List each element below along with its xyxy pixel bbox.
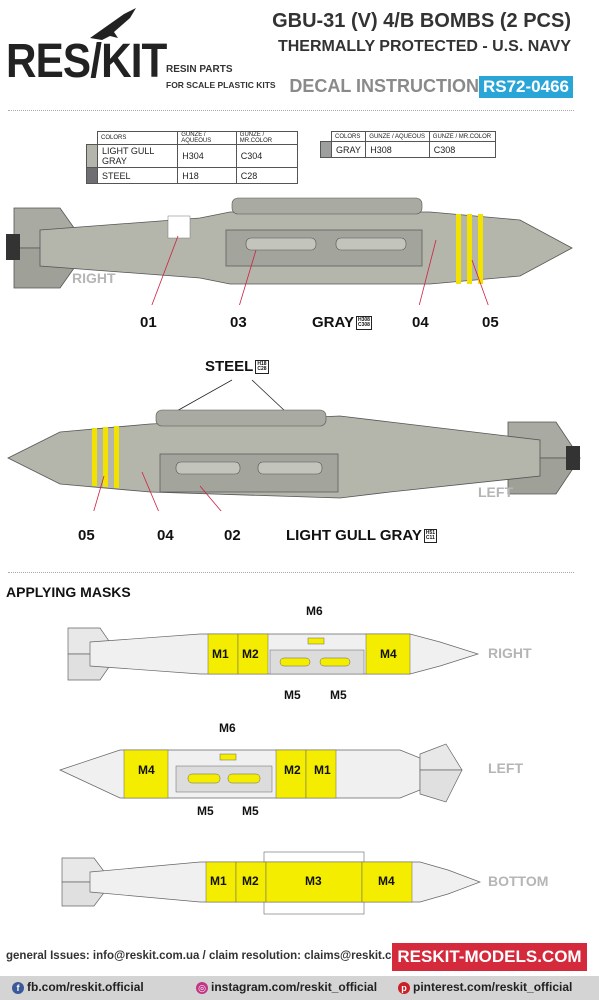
section-title-masks: APPLYING MASKS <box>6 584 131 600</box>
mask-side-left: LEFT <box>488 760 523 776</box>
instagram-icon: ◎ <box>196 981 208 994</box>
pinterest-icon: p <box>398 981 410 994</box>
mask-m4: M4 <box>378 874 395 888</box>
mask-side-right: RIGHT <box>488 645 532 661</box>
steel-label-text: STEEL <box>205 358 254 375</box>
social-bar <box>0 976 599 1000</box>
contact-info: general Issues: info@reskit.com.ua / cla… <box>6 950 426 962</box>
mini-code: C308 <box>357 322 370 329</box>
mask-m1: M1 <box>210 874 227 888</box>
facebook-icon: f <box>12 981 24 994</box>
mini-code: H51 <box>425 530 436 537</box>
callout-05-left: 05 <box>78 527 95 544</box>
color-swatch <box>320 141 332 158</box>
color-name: LIGHT GULL GRAY <box>96 144 179 168</box>
mini-code: H18 <box>257 361 267 368</box>
callout-01: 01 <box>140 314 157 331</box>
facebook-text: fb.com/reskit.official <box>27 980 144 994</box>
mask-left-view <box>59 743 463 803</box>
lgg-label-text: LIGHT GULL GRAY <box>286 527 422 544</box>
mask-m6: M6 <box>306 604 323 618</box>
color-code: H18 <box>177 167 237 184</box>
colors-table-2: COLORS GUNZE / AQUEOUS GUNZE / MR.COLOR … <box>320 131 497 158</box>
table-header: GUNZE / AQUEOUS <box>177 131 237 145</box>
jet-silhouette-icon <box>90 8 136 40</box>
callout-05: 05 <box>482 314 499 331</box>
mask-bottom-view <box>61 851 481 915</box>
pinterest-text: pinterest.com/reskit_official <box>413 980 573 994</box>
callout-02: 02 <box>224 527 241 544</box>
mini-code: H308 <box>357 317 370 324</box>
color-swatch <box>86 144 98 168</box>
brand-line-2: FOR SCALE PLASTIC KITS <box>166 80 276 90</box>
color-code: H308 <box>365 141 430 158</box>
mask-m4: M4 <box>138 763 155 777</box>
callout-03: 03 <box>230 314 247 331</box>
color-name: GRAY <box>330 141 367 158</box>
callout-04: 04 <box>412 314 429 331</box>
mask-m3: M3 <box>305 874 322 888</box>
side-label-right: RIGHT <box>72 270 116 286</box>
mask-m2: M2 <box>242 647 259 661</box>
mini-code: C28 <box>257 366 267 373</box>
table-row: LIGHT GULL GRAY H304 C304 <box>86 144 299 168</box>
website-link[interactable]: RESKIT-MODELS.COM <box>392 943 587 971</box>
color-code: C28 <box>235 167 299 184</box>
gray-label-text: GRAY <box>312 314 354 331</box>
color-code: H304 <box>177 144 237 168</box>
color-swatch <box>86 167 98 184</box>
brand-line-1: RESIN PARTS <box>166 64 233 75</box>
table-header: COLORS <box>96 131 179 145</box>
mask-m1: M1 <box>212 647 229 661</box>
table-header: COLORS <box>330 131 367 142</box>
mask-m1: M1 <box>314 763 331 777</box>
page-title: GBU-31 (V) 4/B BOMBS (2 PCS) <box>272 10 571 32</box>
mini-code: C11 <box>425 535 435 542</box>
table-header: GUNZE / AQUEOUS <box>365 131 430 142</box>
instagram-text: instagram.com/reskit_official <box>211 980 378 994</box>
instagram-link[interactable]: ◎instagram.com/reskit_official <box>196 980 377 994</box>
color-name: STEEL <box>96 167 179 184</box>
color-code: C308 <box>428 141 497 158</box>
callout-04-left: 04 <box>157 527 174 544</box>
divider <box>8 572 574 573</box>
divider <box>8 110 574 111</box>
side-label-left: LEFT <box>478 484 513 500</box>
mask-m5: M5 <box>284 688 301 702</box>
mask-m2: M2 <box>284 763 301 777</box>
table-row: STEEL H18 C28 <box>86 167 299 184</box>
mask-m2: M2 <box>242 874 259 888</box>
table-header: GUNZE / MR.COLOR <box>428 131 497 142</box>
color-code: C304 <box>235 144 299 168</box>
mask-m5: M5 <box>242 804 259 818</box>
product-code: RS72-0466 <box>478 76 573 98</box>
doc-type: DECAL INSTRUCTION <box>289 76 479 96</box>
bomb-right-view <box>6 197 573 305</box>
colors-table-1: COLORS GUNZE / AQUEOUS GUNZE / MR.COLOR … <box>86 131 299 184</box>
mask-m4: M4 <box>380 647 397 661</box>
table-row: GRAY H308 C308 <box>320 141 497 158</box>
page-subtitle: THERMALLY PROTECTED - U.S. NAVY <box>277 38 571 55</box>
mask-m5: M5 <box>197 804 214 818</box>
mask-side-bottom: BOTTOM <box>488 873 549 889</box>
mask-m5: M5 <box>330 688 347 702</box>
mask-right-view <box>67 627 480 681</box>
mask-m6: M6 <box>219 721 236 735</box>
bomb-left-view <box>7 379 581 511</box>
reskit-logo: RES/KIT <box>6 35 167 88</box>
table-header: GUNZE / MR.COLOR <box>235 131 299 145</box>
